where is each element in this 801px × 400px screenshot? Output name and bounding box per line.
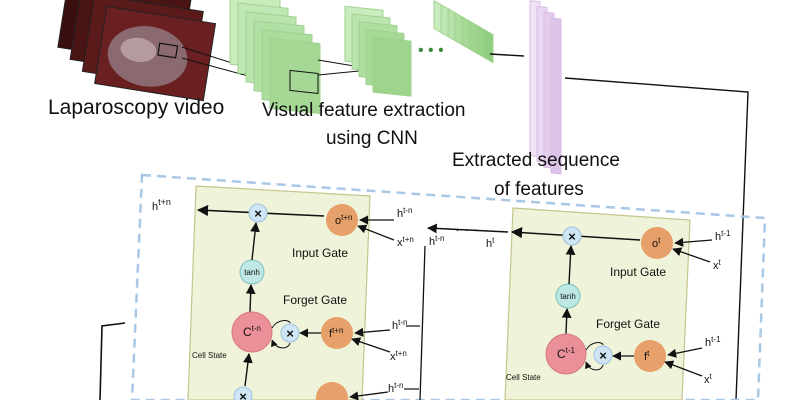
input-gate-label: Input Gate: [610, 265, 666, 279]
h-out-label: ht: [486, 236, 495, 250]
label-visual-feature-2: using CNN: [326, 128, 418, 149]
input-arrow: [664, 360, 703, 377]
h-mid-label: ht-n: [429, 234, 444, 248]
multiply-icon: ×: [254, 206, 262, 221]
loop-arrow: [271, 339, 291, 349]
loop-arrow: [585, 361, 604, 371]
c-label: Ct-1: [557, 346, 576, 361]
c-label: Ct-n: [243, 324, 261, 339]
loop-arrow: [271, 320, 291, 329]
label-laparoscopy-video: Laparoscopy video: [48, 96, 224, 119]
label-extracted-2: of features: [494, 179, 584, 200]
multiply-icon: ×: [568, 229, 576, 244]
label-visual-feature-1: Visual feature extraction: [262, 100, 466, 121]
cell-state-label: Cell State: [506, 373, 541, 382]
output-gate-node: [326, 204, 358, 236]
o-gate-label: ot: [652, 236, 661, 250]
cnn-dots: • • •: [418, 42, 444, 59]
cell-background: [187, 185, 371, 400]
multiply-node: [280, 323, 300, 343]
multiply-node: [593, 345, 613, 365]
feature-vectors: [529, 0, 562, 175]
input-gate-node: [316, 382, 348, 400]
h-in-1: ht-1: [715, 229, 731, 243]
input-arrow: [672, 247, 711, 263]
multiply-icon: ×: [599, 348, 607, 363]
lstm-cell-right: ht × ot Input Gate ht-1 xt tanh Forget G…: [486, 207, 731, 400]
receptive-field-box: [289, 69, 319, 94]
h-in-3: ht-n: [388, 381, 403, 395]
cell-state-node: [545, 333, 587, 375]
connector-line: [489, 53, 525, 57]
x-in-2: xt+n: [390, 349, 407, 363]
loop-arrow: [585, 342, 604, 351]
tanh-label: tanh: [560, 292, 576, 301]
cell-state-label: Cell State: [192, 351, 227, 360]
tanh-to-mult: [250, 222, 260, 261]
multiply-node: [233, 386, 253, 400]
tanh-node: [555, 283, 581, 309]
tanh-to-mult: [565, 245, 576, 285]
h-in-2: ht-n: [392, 318, 407, 332]
h-bus-line: [419, 245, 426, 400]
input-arrow: [357, 224, 395, 241]
cnn-stack-3: [433, 0, 494, 64]
output-gate-node: [641, 227, 673, 259]
state-to-tanh: [245, 284, 256, 313]
input-arrow: [674, 237, 713, 247]
forget-gate-node: [634, 340, 666, 372]
input-arrow: [667, 347, 703, 358]
video-frames: [57, 0, 217, 102]
input-arrow: [351, 337, 391, 353]
input-arrow: [349, 391, 389, 400]
multiply-icon: ×: [286, 326, 294, 341]
x-in-2: xt: [704, 372, 713, 386]
lstm-sequence-box: [130, 173, 767, 400]
forget-gate-label: Forget Gate: [596, 317, 660, 331]
x-in-1: xt: [713, 258, 722, 272]
f-gate-label: ft+n: [329, 326, 343, 340]
ht-arrow: [427, 223, 509, 234]
h-in-2: ht-1: [705, 335, 721, 349]
lstm-cell-left: ht+n × ot+n Input Gate ht-n xt+n tanh Fo…: [152, 185, 414, 400]
state-to-tanh: [561, 308, 572, 335]
multiply-node: [562, 226, 582, 246]
multiply-node: [248, 203, 268, 223]
o-gate-label: ot+n: [335, 213, 352, 227]
cnn-stack-2: [344, 5, 412, 97]
h-in-1: ht-n: [397, 206, 412, 220]
cell-state-node: [231, 311, 273, 353]
mult-to-state: [243, 353, 253, 387]
cnn-stack-1: [229, 0, 321, 115]
multiply-icon: ×: [239, 389, 247, 400]
f-gate-label: ft: [644, 349, 650, 363]
feature-to-lstm-line: [564, 77, 749, 400]
x-in-1: xt+n: [397, 235, 414, 249]
tanh-label: tanh: [244, 268, 260, 277]
input-arrow: [354, 327, 391, 337]
h-out-label: ht+n: [152, 197, 171, 213]
bracket-line: [99, 322, 126, 400]
input-gate-label: Input Gate: [292, 246, 348, 260]
forget-gate-label: Forget Gate: [283, 293, 347, 307]
label-extracted-1: Extracted sequence: [452, 150, 620, 171]
forget-gate-node: [321, 317, 353, 349]
